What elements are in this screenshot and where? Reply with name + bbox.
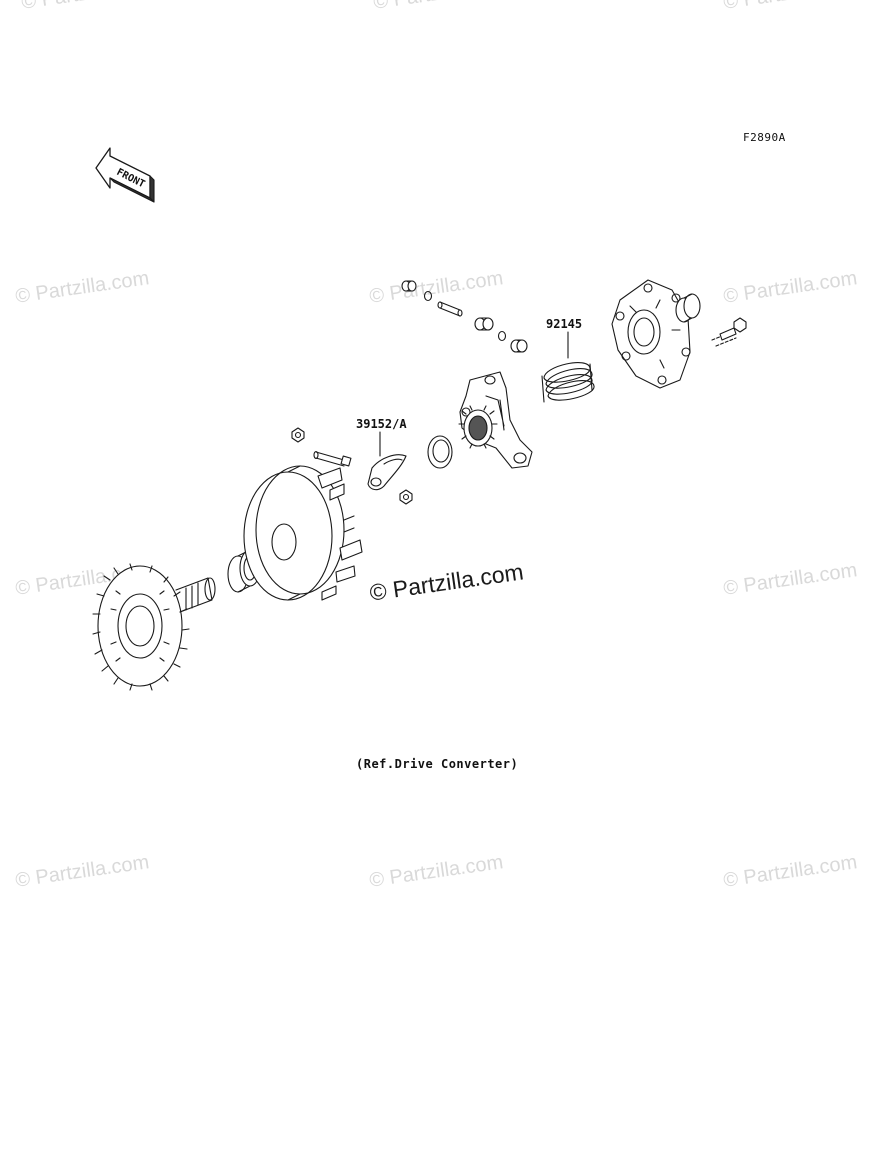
nut-small (399, 489, 413, 505)
spring (541, 362, 595, 403)
roller (510, 339, 528, 353)
spider (458, 371, 533, 469)
cover (611, 279, 691, 389)
front-arrow-icon (95, 147, 155, 203)
bolt (711, 317, 747, 347)
callout-spring-part-number[interactable]: 92145 (546, 317, 583, 331)
washer-small (497, 330, 507, 342)
diagram-caption: (Ref.Drive Converter) (356, 757, 519, 771)
pin (313, 450, 352, 467)
washer (427, 435, 453, 469)
bushing-right (675, 293, 701, 323)
roller (401, 280, 417, 292)
washer-small (423, 290, 433, 302)
movable-sheave (243, 465, 363, 601)
callout-weight-part-number[interactable]: 39152/A (356, 417, 407, 431)
nut-small (291, 427, 305, 443)
pin-small (437, 301, 463, 317)
weight (367, 454, 407, 491)
fixed-sheave (92, 563, 216, 691)
roller (474, 317, 494, 331)
figure-code: F2890A (743, 131, 786, 144)
